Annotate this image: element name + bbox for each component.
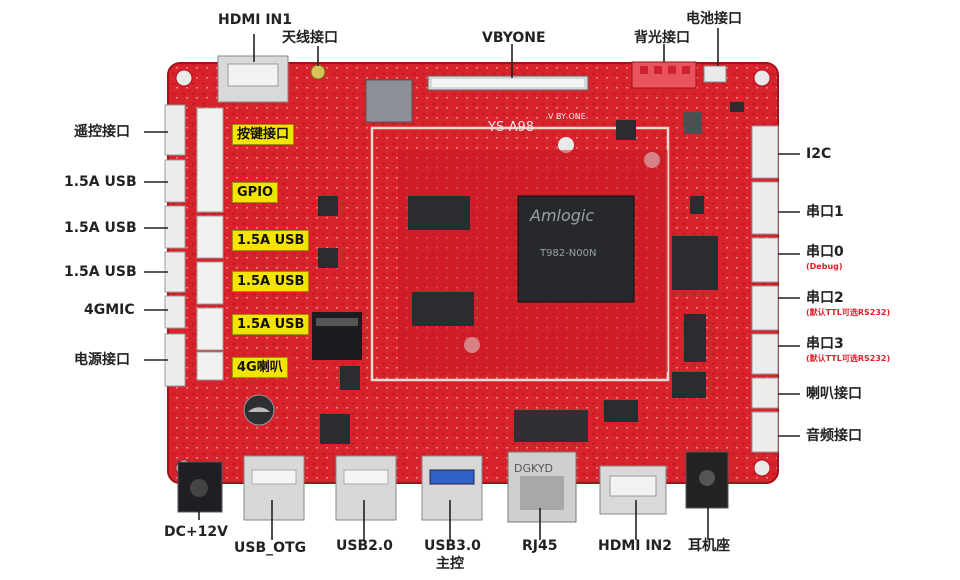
ic [320,414,350,444]
label-usb2: USB2.0 [336,538,393,554]
label-audio: 音频接口 [806,428,862,444]
soc-brand: Amlogic [530,206,595,225]
wifi-module [365,79,413,123]
tag-keys: 按键接口 [232,124,295,145]
label-dc12v: DC+12V [164,524,228,540]
board-name: YS-A98 [488,120,535,135]
usb-otg-port [243,455,305,521]
ram-chip-1 [408,196,470,230]
lan-brand: DGKYD [514,462,554,475]
tag-gpio: GPIO [232,182,279,203]
usb2-port [335,455,397,521]
ic [730,102,744,112]
label-power: 电源接口 [74,352,130,368]
label-usb-1: 1.5A USB [64,174,137,190]
label-uart2: 串口2 [806,290,844,306]
label-uart1: 串口1 [806,204,844,220]
label-hdmi-in2: HDMI IN2 [598,538,673,554]
label-hdmi-in1: HDMI IN1 [218,12,293,28]
usb3-port [421,455,483,521]
sub-uart3: (默认TTL可选RS232) [806,354,891,363]
backlight-connector [631,61,697,89]
sub-uart2: (默认TTL可选RS232) [806,308,891,317]
battery-connector [703,65,727,83]
label-4gmic: 4GMIC [84,302,135,318]
ic [318,196,338,216]
label-speaker: 喇叭接口 [806,386,862,402]
label-i2c: I2C [806,146,832,162]
antenna-connector [310,64,326,80]
emmc-chip [672,236,718,290]
label-backlight: 背光接口 [634,30,690,46]
label-usb-2: 1.5A USB [64,220,137,236]
label-rj45: RJ45 [522,538,558,554]
label-usb3: USB3.0 [424,538,481,554]
ic [684,314,706,362]
label-headphone: 耳机座 [688,538,730,554]
left-connector-strip [164,104,186,387]
label-uart0: 串口0 [806,244,844,260]
ic [340,366,360,390]
mount-hole [175,69,193,87]
ic [514,410,588,442]
module-hole [558,137,574,153]
label-remote: 遥控接口 [74,124,130,140]
ic [604,400,638,422]
vbyone-silk: V BY ONE [548,112,586,121]
ic [318,248,338,268]
mount-hole [753,69,771,87]
mount-hole [753,459,771,477]
label-battery: 电池接口 [686,11,742,27]
left-header-strip [196,107,224,381]
tag-usb-3: 1.5A USB [232,314,310,335]
ic [616,120,636,140]
label-usb-3: 1.5A USB [64,264,137,280]
label-vbyone: VBYONE [482,30,546,46]
label-antenna: 天线接口 [282,30,338,46]
label-uart3: 串口3 [806,336,844,352]
sub-uart0: (Debug) [806,262,843,271]
tag-usb-2: 1.5A USB [232,271,310,292]
ic [672,372,706,398]
right-connector-strip [751,125,779,453]
soc-model: T982-N00N [540,248,597,259]
ic [684,112,702,134]
soc-chip [517,195,635,303]
tag-4g-speaker: 4G喇叭 [232,357,288,378]
label-usb-otg: USB_OTG [234,540,307,556]
label-main-control: 主控 [436,556,464,572]
ram-chip-2 [412,292,474,326]
leader-lines [144,28,800,540]
ic [690,196,704,214]
tag-usb-1: 1.5A USB [232,230,310,251]
